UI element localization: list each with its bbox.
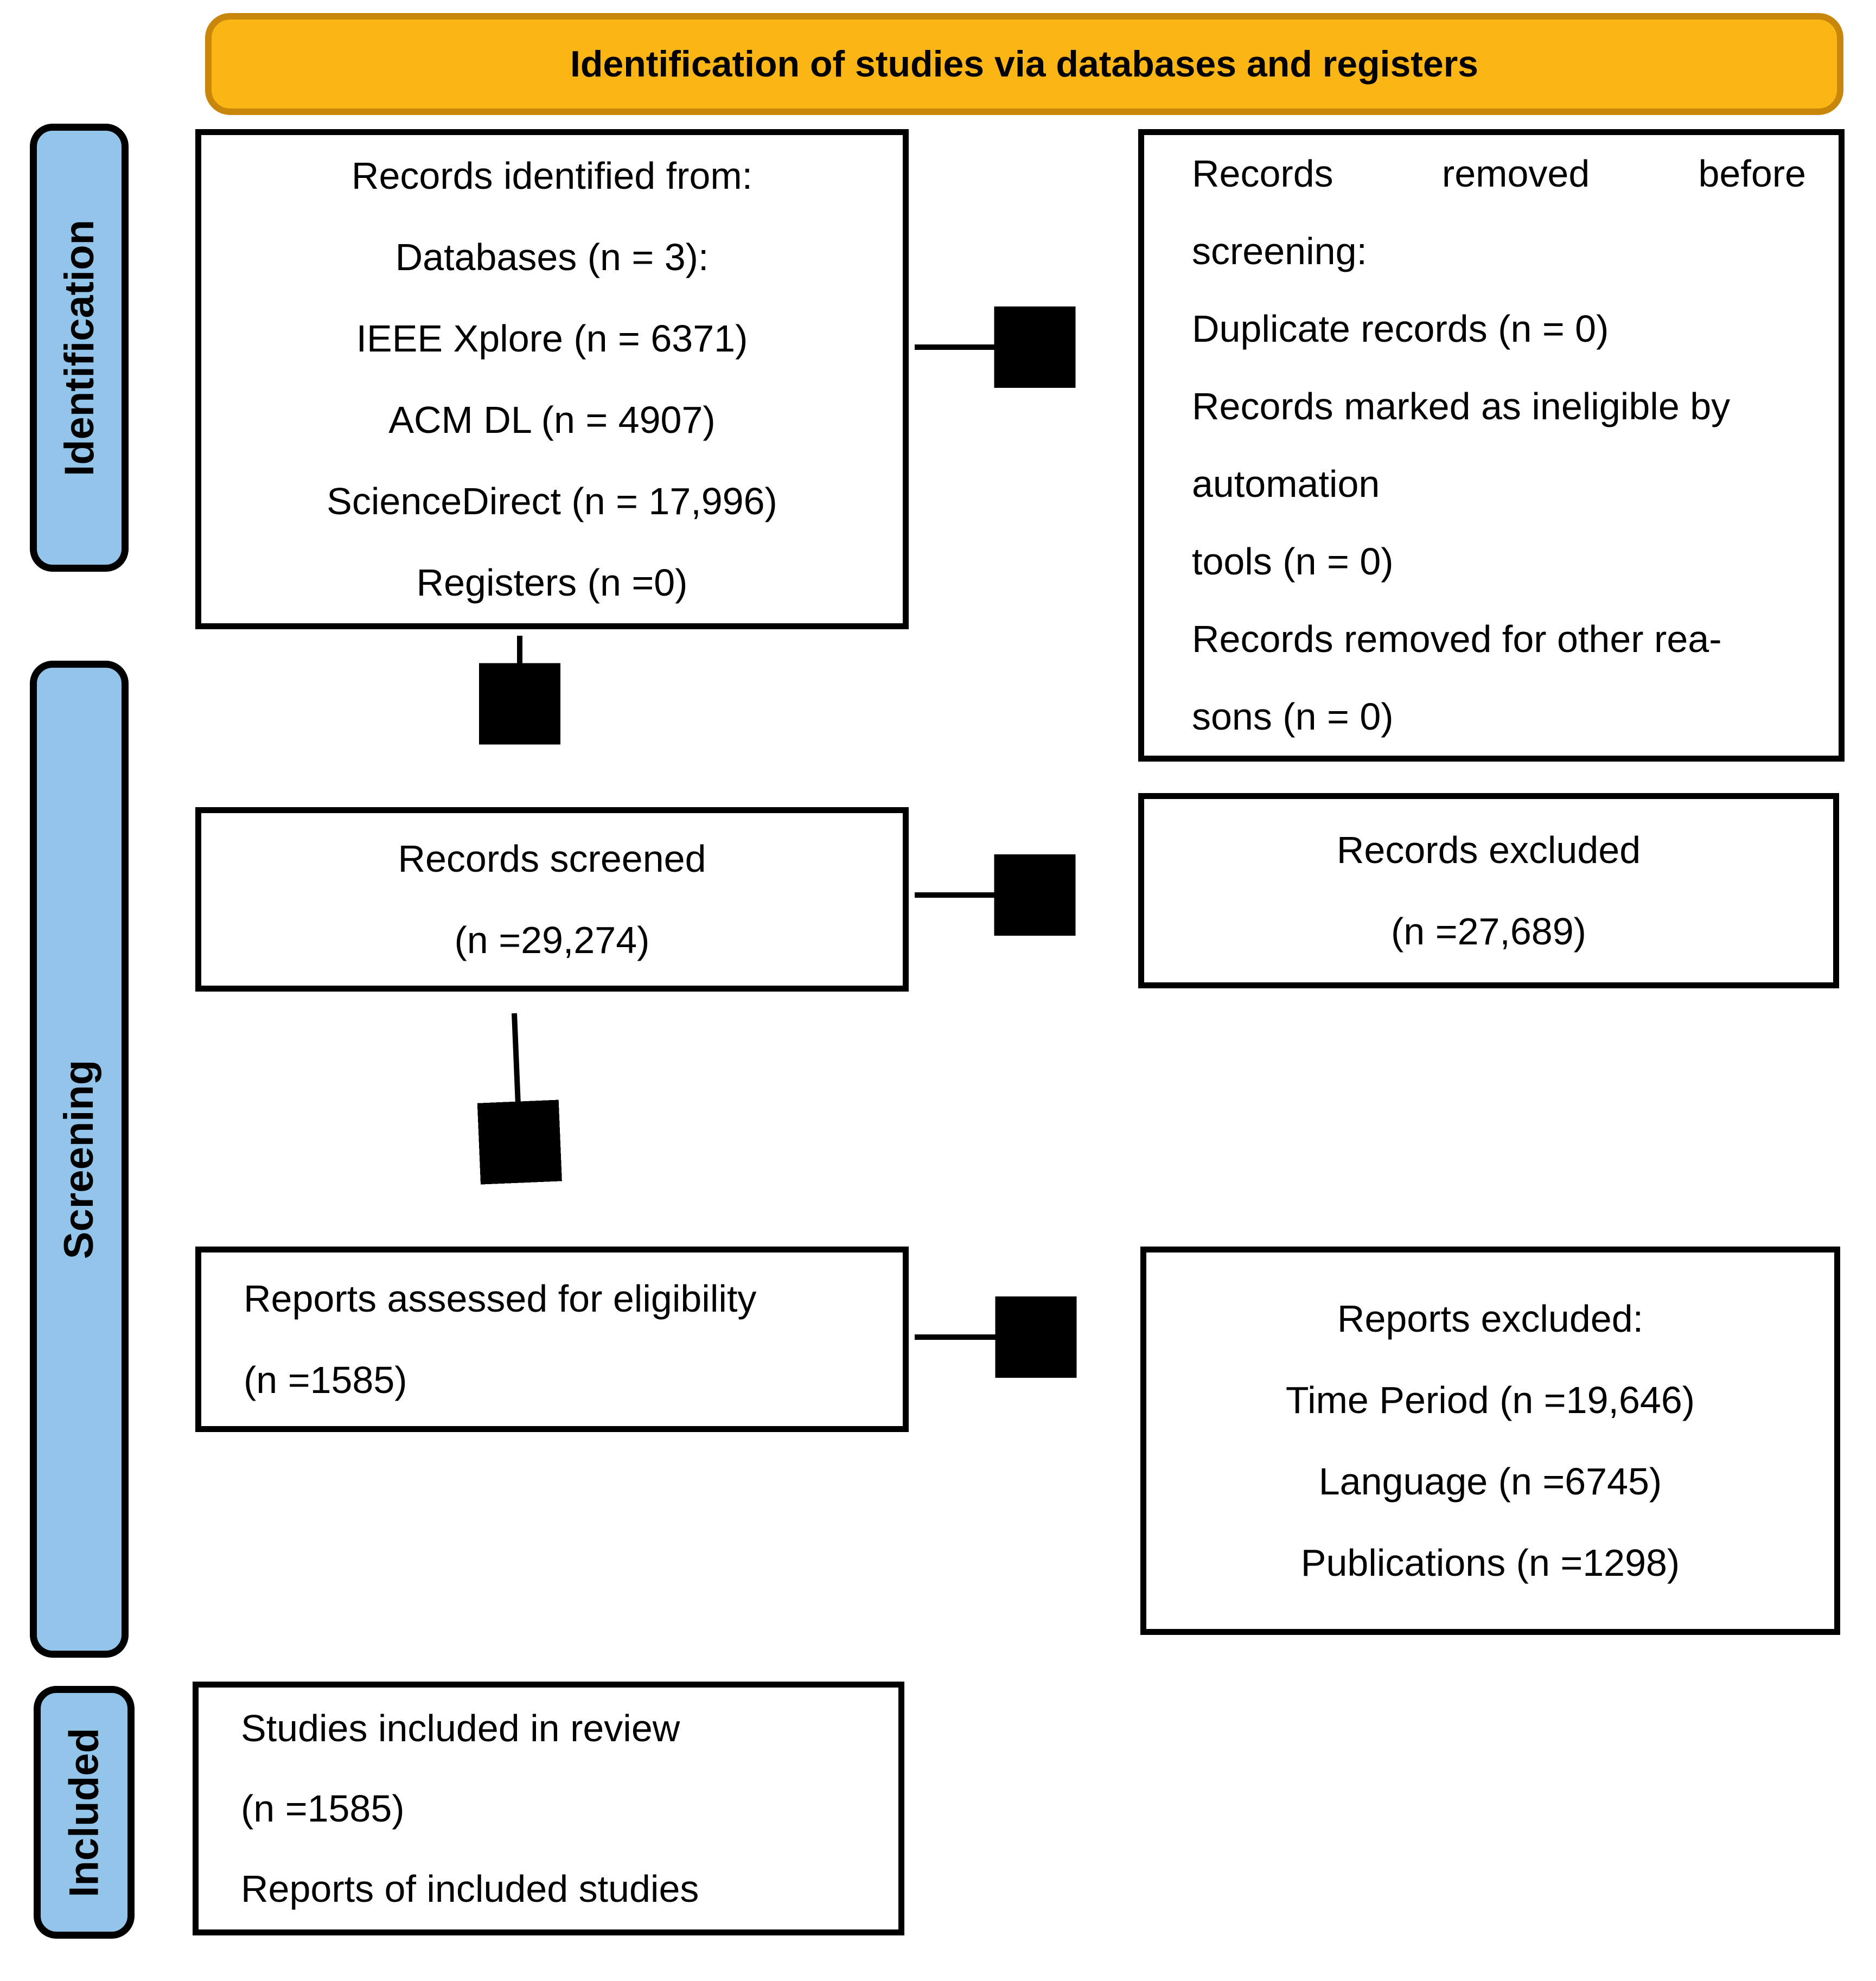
box-text-line: ScienceDirect (n = 17,996) (327, 480, 777, 522)
records-screened-box: Records screened (n =29,274) (195, 807, 909, 992)
records-removed-box: Records removed before screening: Duplic… (1138, 129, 1845, 762)
stage-label-screening: Screening (30, 661, 129, 1658)
box-text-line: (n =29,274) (454, 919, 650, 961)
stage-label-included: Included (34, 1686, 135, 1939)
box-text-line: (n =1585) (241, 1787, 405, 1830)
box-text-line: Databases (n = 3): (395, 236, 709, 278)
box-text-line: ACM DL (n = 4907) (388, 399, 716, 441)
reports-excluded-box: Reports excluded: Time Period (n =19,646… (1140, 1247, 1840, 1635)
box-text-line: tools (n = 0) (1192, 540, 1394, 583)
box-text-line: (n =1585) (244, 1359, 407, 1401)
box-text-line: Duplicate records (n = 0) (1192, 308, 1609, 350)
box-text-line: Records identified from: (351, 155, 753, 197)
box-text-line: Records screened (398, 838, 706, 880)
box-text-line: Reports excluded: (1337, 1298, 1644, 1340)
box-text-line: Studies included in review (241, 1707, 680, 1749)
banner-title: Identification of studies via databases … (205, 13, 1843, 115)
box-text-line: automation (1192, 463, 1380, 505)
box-text-line: Records marked as ineligible by (1192, 385, 1731, 427)
reports-assessed-box: Reports assessed for eligibility (n =158… (195, 1247, 909, 1432)
stage-label-identification-text: Identification (56, 219, 103, 476)
studies-included-box: Studies included in review (n =1585) Rep… (193, 1682, 904, 1935)
box-text-line: (n =27,689) (1391, 910, 1586, 953)
stage-label-screening-text: Screening (56, 1059, 103, 1259)
box-text-line: Records excluded (1336, 829, 1641, 871)
arrow-screened-to-assessed (514, 1013, 521, 1171)
box-text-line: sons (n = 0) (1192, 695, 1394, 738)
box-text-line: Reports assessed for eligibility (244, 1277, 757, 1320)
box-text-line: IEEE Xplore (n = 6371) (356, 317, 748, 360)
records-identified-box: Records identified from: Databases (n = … (195, 129, 909, 629)
records-excluded-box: Records excluded (n =27,689) (1138, 793, 1839, 988)
box-text-line: Records removed for other rea- (1192, 618, 1722, 660)
stage-label-identification: Identification (30, 124, 129, 572)
box-text-line: Language (n =6745) (1318, 1460, 1662, 1503)
box-text-line: Registers (n =0) (416, 561, 688, 604)
box-text-line: Reports of included studies (241, 1868, 699, 1910)
box-text-line: Publications (n =1298) (1300, 1542, 1680, 1584)
box-text-line: screening: (1192, 230, 1367, 272)
stage-label-included-text: Included (61, 1727, 107, 1897)
box-text-line: Time Period (n =19,646) (1285, 1379, 1695, 1421)
box-text-line: Records removed before (1192, 152, 1806, 195)
